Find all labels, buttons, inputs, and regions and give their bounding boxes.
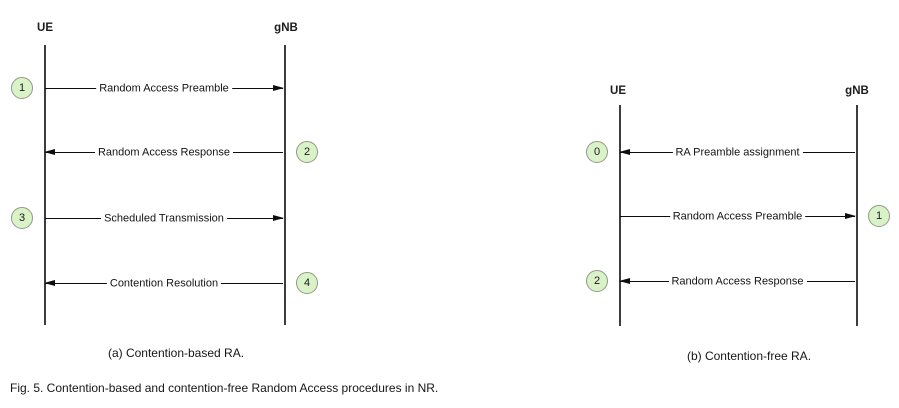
- message-arrow-scheduled-transmission: Scheduled Transmission: [45, 212, 284, 225]
- actor-label-gnb: gNB: [845, 85, 869, 97]
- lifeline-ue: [44, 45, 46, 325]
- step-badge: 2: [296, 141, 318, 163]
- step-badge: 3: [11, 207, 33, 229]
- subfigure-caption-b: (b) Contention-free RA.: [686, 349, 812, 363]
- message-label: Random Access Response: [668, 275, 807, 288]
- message-arrow-random-access-response: Random Access Response: [44, 146, 283, 159]
- message-arrow-contention-resolution: Contention Resolution: [44, 277, 283, 290]
- actor-label-gnb: gNB: [274, 22, 298, 34]
- actor-label-ue: UE: [37, 22, 53, 34]
- message-label: Random Access Preamble: [96, 82, 232, 95]
- message-label: Random Access Preamble: [669, 210, 806, 223]
- step-badge: 1: [11, 77, 33, 99]
- message-label: RA Preamble assignment: [672, 146, 803, 159]
- actor-label-ue: UE: [610, 85, 626, 97]
- lifeline-gnb: [284, 45, 286, 325]
- message-label: Random Access Response: [94, 146, 234, 159]
- message-arrow-random-access-preamble: Random Access Preamble: [620, 210, 856, 223]
- figure-caption: Fig. 5. Contention-based and contention-…: [10, 381, 439, 395]
- subfigure-caption-a: (a) Contention-based RA.: [107, 346, 245, 360]
- message-label: Scheduled Transmission: [101, 212, 227, 225]
- step-badge: 0: [586, 141, 608, 163]
- lifeline-gnb: [856, 105, 858, 326]
- message-arrow-random-access-response: Random Access Response: [619, 275, 855, 288]
- message-arrow-ra-preamble-assignment: RA Preamble assignment: [619, 146, 855, 159]
- message-label: Contention Resolution: [106, 277, 222, 290]
- step-badge: 1: [868, 205, 890, 227]
- step-badge: 4: [296, 272, 318, 294]
- lifeline-ue: [619, 105, 621, 326]
- message-arrow-random-access-preamble: Random Access Preamble: [45, 82, 284, 95]
- step-badge: 2: [586, 270, 608, 292]
